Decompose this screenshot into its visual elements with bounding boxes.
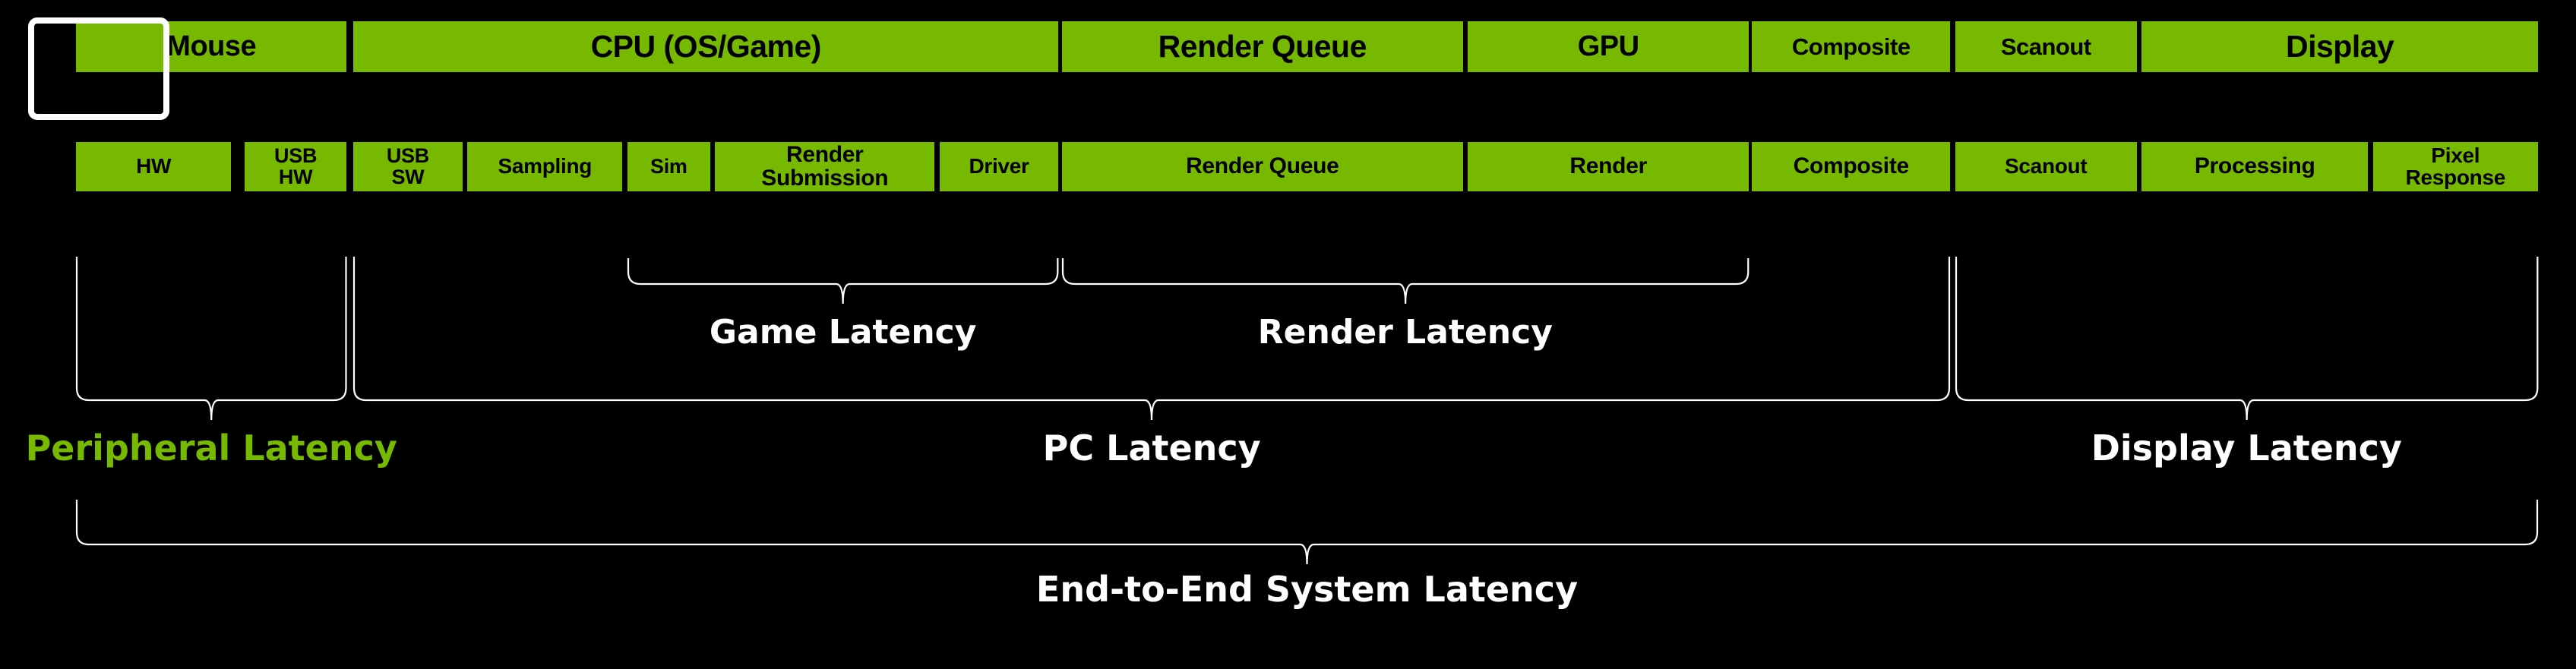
bracket-peripheral-latency (76, 257, 346, 420)
stage-box-cpu-os-game: CPU (OS/Game) (353, 21, 1059, 72)
substage-box-scanout: Scanout (1955, 142, 2137, 191)
bracket-label-display-latency: Display Latency (2091, 428, 2402, 469)
stage-box-label: GPU (1577, 30, 1639, 63)
substage-box-label: Render Queue (1186, 153, 1339, 179)
substage-box-sim: Sim (627, 142, 710, 191)
stage-box-scanout: Scanout (1955, 21, 2137, 72)
stage-box-label: CPU (OS/Game) (590, 28, 822, 64)
substage-box-composite: Composite (1752, 142, 1951, 191)
substage-box-label: Driver (969, 154, 1029, 178)
stage-box-display: Display (2141, 21, 2538, 72)
bracket-pc-latency (353, 257, 1950, 420)
bracket-label-pc-latency: PC Latency (1042, 428, 1261, 469)
bracket-label-peripheral-latency: Peripheral Latency (25, 428, 397, 469)
substage-box-label: Scanout (2005, 154, 2088, 178)
stage-box-label: Composite (1791, 33, 1911, 60)
substage-box-label: Composite (1793, 153, 1910, 179)
substage-box-processing: Processing (2141, 142, 2369, 191)
stage-box-render-queue: Render Queue (1061, 21, 1463, 72)
stage-box-label: Render Queue (1158, 28, 1367, 64)
bracket-label-render-latency: Render Latency (1257, 313, 1553, 352)
stage-box-label: Display (2285, 28, 2394, 64)
bracket-display-latency (1955, 257, 2538, 420)
stage-box-composite: Composite (1752, 21, 1951, 72)
substage-box-render-queue: Render Queue (1061, 142, 1463, 191)
bracket-game-latency (627, 258, 1058, 304)
substage-box-hw: HW (75, 142, 232, 191)
stage-box-label: Mouse (166, 30, 257, 63)
substage-box-label: HW (136, 154, 172, 178)
substage-box-driver: Driver (939, 142, 1059, 191)
bracket-label-game-latency: Game Latency (709, 313, 977, 352)
substage-box-render: Render (1468, 142, 1749, 191)
stage-box-mouse: Mouse (75, 21, 347, 72)
stage-box-label: Scanout (2000, 33, 2091, 60)
bracket-label-end-to-end-system-latency: End-to-End System Latency (1035, 569, 1579, 610)
bracket-render-latency (1062, 258, 1749, 304)
substage-box-label: Processing (2194, 153, 2315, 179)
stage-box-gpu: GPU (1468, 21, 1749, 72)
substage-box-label: Render (1569, 153, 1647, 179)
substage-box-label: Sim (650, 154, 687, 178)
bracket-end-to-end-system-latency (76, 500, 2538, 564)
substage-box-sampling: Sampling (467, 142, 623, 191)
substage-box-label: Sampling (498, 154, 593, 178)
